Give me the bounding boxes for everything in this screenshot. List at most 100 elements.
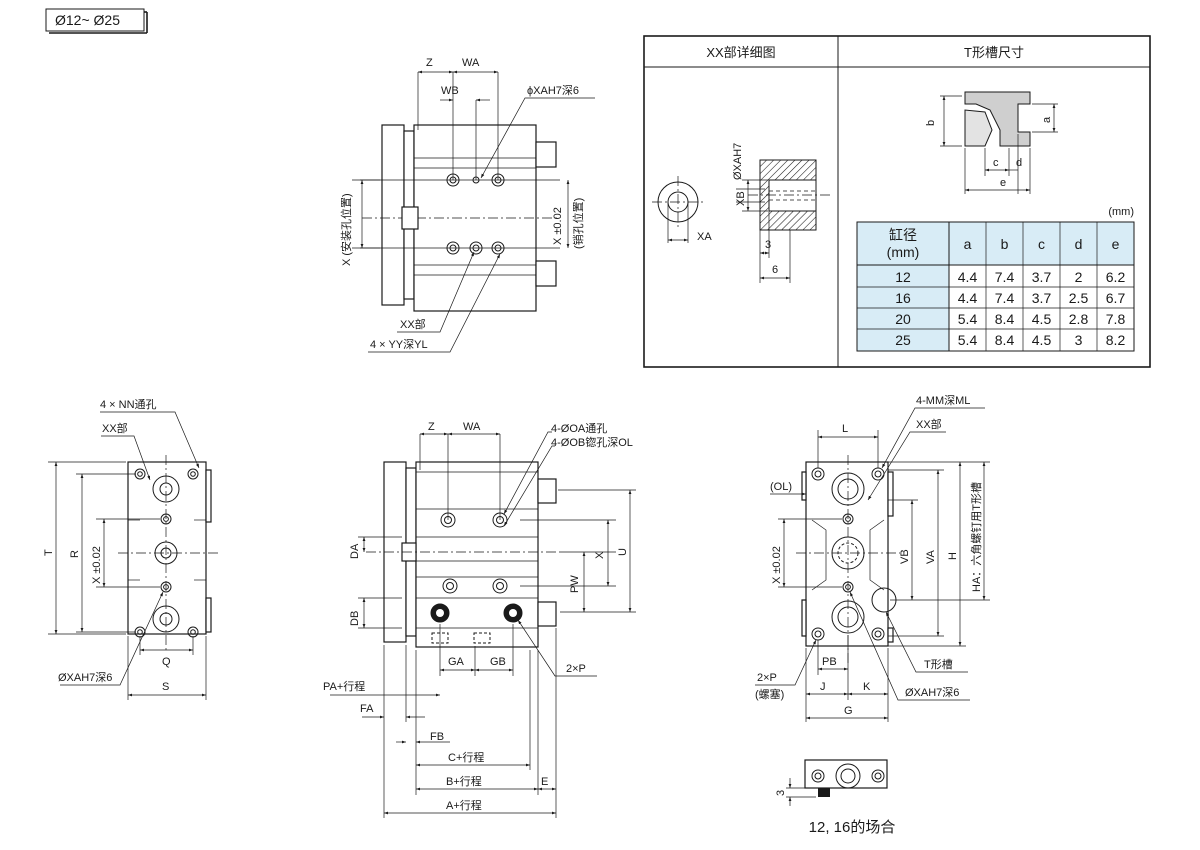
tslot-table-cell: 4.5 <box>1032 332 1052 348</box>
front-wa-label: WA <box>463 421 481 433</box>
bore-range-text: Ø12~ Ø25 <box>55 12 120 28</box>
right-p-label: 2×P <box>757 672 777 684</box>
front-oa-label: 4-ØOA通孔 <box>551 422 607 435</box>
right-xx-part: XX部 <box>916 417 942 431</box>
tslot-table-cell: 8.4 <box>995 332 1015 348</box>
detail-xb-label: XB <box>735 191 747 206</box>
top-yy-label: 4 × YY深YL <box>370 338 428 351</box>
front-fa-label: FA <box>360 703 374 715</box>
right-pb-label: PB <box>822 656 837 668</box>
front-view: Z WA 4-ØOA通孔 4-ØOB锪孔深OL DA DB PW X U GA … <box>323 421 636 818</box>
front-ob-label: 4-ØOB锪孔深OL <box>551 436 633 449</box>
top-xx-part: XX部 <box>400 317 426 331</box>
tslot-table-cell: 7.4 <box>995 290 1015 306</box>
detail-panel: XX部详细图 T形槽尺寸 XA XB ØXAH7 3 6 <box>643 35 1151 368</box>
right-vb-label: VB <box>899 549 911 564</box>
left-t-label: T <box>43 549 55 556</box>
left-q-label: Q <box>162 656 171 668</box>
tslot-table-header-bore: 缸径 <box>889 227 917 243</box>
detail-xa-h7-label: ØXAH7 <box>732 143 744 180</box>
tslot-table-cell: 4.5 <box>1032 311 1052 327</box>
tslot-e-label: e <box>1000 177 1006 189</box>
left-view: T R X ±0.02 Q S 4 × NN通孔 XX部 ØXAH7深6 <box>43 398 218 700</box>
tslot-table-row-bore: 12 <box>895 269 911 285</box>
right-ol-label: (OL) <box>770 481 792 493</box>
tslot-table-cell: 4.4 <box>958 290 978 306</box>
front-b-label: B+行程 <box>446 775 482 788</box>
top-wb-label: WB <box>441 85 459 97</box>
top-view: Z WA WB ϕXAH7深6 X (安装孔位置) X ±0.02 (销孔位置)… <box>339 57 595 353</box>
front-da-label: DA <box>349 543 361 559</box>
detail-dim-3: 3 <box>765 239 771 251</box>
front-db-label: DB <box>349 611 361 626</box>
left-nn-label: 4 × NN通孔 <box>100 398 157 411</box>
tslot-d-label: d <box>1016 157 1022 169</box>
left-xx-part: XX部 <box>102 421 128 435</box>
top-x-pin-label: X ±0.02 <box>552 207 564 245</box>
tslot-table-row-bore: 25 <box>895 332 911 348</box>
tslot-table-cell: 7.8 <box>1106 311 1126 327</box>
front-fb-label: FB <box>430 731 444 743</box>
bore-range-label: Ø12~ Ø25 <box>45 8 148 34</box>
right-view: L 4-MM深ML XX部 (OL) X ±0.02 VB VA H HA：六角… <box>755 394 990 836</box>
top-x-pin-note: (销孔位置) <box>571 198 585 249</box>
tslot-table-row-bore: 20 <box>895 311 911 327</box>
front-gb-label: GB <box>490 656 506 668</box>
front-z-label: Z <box>428 421 435 433</box>
right-small-dim: 3 <box>775 790 787 796</box>
right-l-label: L <box>842 423 848 435</box>
tslot-table-cell: 5.4 <box>958 311 978 327</box>
front-ga-label: GA <box>448 656 465 668</box>
tslot-table-col-e: e <box>1112 236 1120 252</box>
tslot-c-label: c <box>993 157 999 169</box>
detail-dim-6: 6 <box>772 264 778 276</box>
right-tslot-label: T形槽 <box>924 658 953 671</box>
tslot-table-cell: 3 <box>1075 332 1083 348</box>
detail-xa-label: XA <box>697 231 712 243</box>
right-va-label: VA <box>925 549 937 564</box>
tslot-table-cell: 4.4 <box>958 269 978 285</box>
tslot-table-col-d: d <box>1075 236 1083 252</box>
front-pw-label: PW <box>569 575 581 593</box>
tslot-table-cell: 2 <box>1075 269 1083 285</box>
front-pa-label: PA+行程 <box>323 680 365 693</box>
xx-detail-title: XX部详细图 <box>706 45 775 60</box>
top-x-mount-label: X (安装孔位置) <box>339 193 353 266</box>
front-p-label: 2×P <box>566 663 586 675</box>
right-k-label: K <box>863 681 871 693</box>
front-c-label: C+行程 <box>448 751 484 764</box>
front-e-label: E <box>541 776 548 788</box>
tslot-a-label: a <box>1041 116 1053 123</box>
left-x-tol-label: X ±0.02 <box>91 546 103 584</box>
right-ha-label: HA：六角螺钉用T形槽 <box>970 482 983 592</box>
tslot-table-cell: 2.5 <box>1069 290 1089 306</box>
tslot-table-cell: 3.7 <box>1032 269 1052 285</box>
right-j-label: J <box>820 681 826 693</box>
front-a-label: A+行程 <box>446 799 482 812</box>
tslot-table-col-b: b <box>1001 236 1009 252</box>
top-z-label: Z <box>426 57 433 69</box>
tslot-table-cell: 6.2 <box>1106 269 1126 285</box>
left-r-label: R <box>69 550 81 558</box>
front-u-label: U <box>617 548 629 556</box>
right-small-case-caption: 12, 16的场合 <box>809 819 896 836</box>
right-mm-label: 4-MM深ML <box>916 394 970 407</box>
tslot-table-cell: 8.4 <box>995 311 1015 327</box>
right-xa-note: ØXAH7深6 <box>905 686 959 699</box>
tslot-table-cell: 6.7 <box>1106 290 1126 306</box>
tslot-table-cell: 3.7 <box>1032 290 1052 306</box>
top-xa-note: ϕXAH7深6 <box>527 84 579 97</box>
right-p-note: (螺塞) <box>755 687 784 701</box>
tslot-table-cell: 5.4 <box>958 332 978 348</box>
tslot-table-col-a: a <box>964 236 972 252</box>
tslot-title: T形槽尺寸 <box>964 45 1024 60</box>
right-x-tol-label: X ±0.02 <box>771 546 783 584</box>
left-xa-note: ØXAH7深6 <box>58 671 112 684</box>
left-s-label: S <box>162 681 169 693</box>
right-g-label: G <box>844 705 853 717</box>
tslot-table-header-unit: (mm) <box>887 244 920 260</box>
tslot-b-label: b <box>925 120 937 126</box>
tslot-table-col-c: c <box>1038 236 1045 252</box>
